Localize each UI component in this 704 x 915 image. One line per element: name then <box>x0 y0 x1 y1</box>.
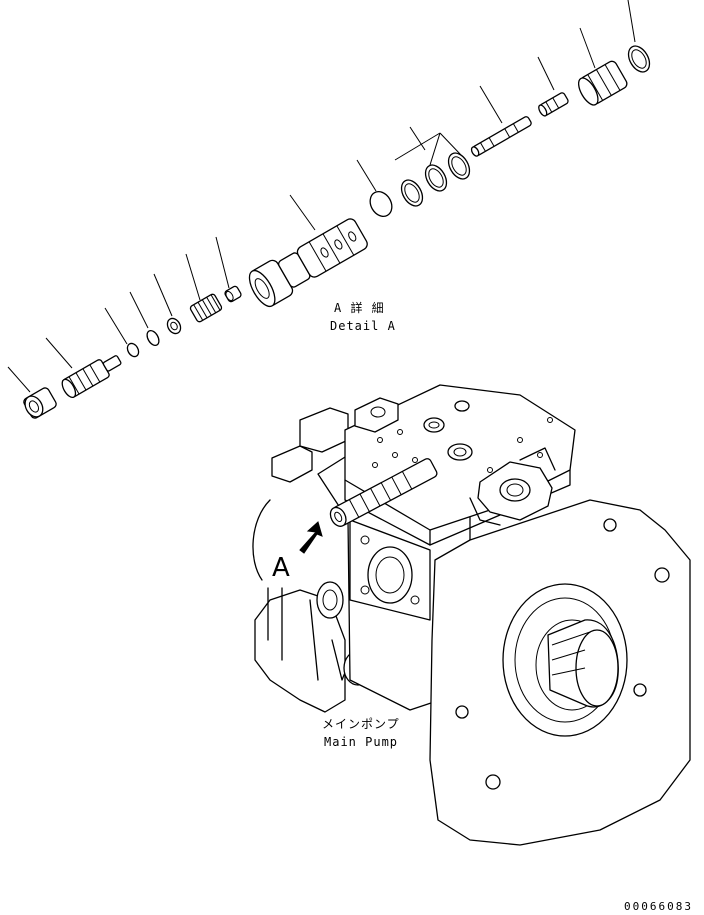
drawing-number: 00066083 <box>624 900 693 913</box>
spring-seat <box>224 285 242 303</box>
hex-nut <box>23 387 57 419</box>
spring <box>189 293 223 323</box>
valve-body <box>248 218 368 308</box>
leader-lines <box>7 0 636 393</box>
splined-shaft <box>547 619 619 708</box>
seal-ring-1 <box>400 179 424 207</box>
view-letter-a: A <box>272 553 290 583</box>
o-ring-small <box>146 329 160 347</box>
main-pump-label-jp: メインポンプ <box>322 717 400 731</box>
spool <box>470 116 532 157</box>
piston <box>538 92 569 117</box>
pump-rear-housing <box>252 407 373 713</box>
installed-control-valve <box>329 458 438 527</box>
main-pump-label-en: Main Pump <box>324 735 398 749</box>
main-pump-assembly <box>252 384 691 846</box>
adjusting-screw <box>61 355 122 399</box>
view-arrow-icon <box>299 521 323 554</box>
plug <box>577 60 628 106</box>
seal-ring-2 <box>424 164 448 192</box>
seal-ring-3 <box>447 152 471 180</box>
snap-ring <box>126 342 140 358</box>
detail-title-en: Detail A <box>330 319 396 333</box>
detail-title-jp: A 詳 細 <box>334 300 385 315</box>
o-ring-end <box>627 45 651 73</box>
port-flange <box>469 447 556 526</box>
o-ring-large <box>369 191 393 217</box>
exploded-parts <box>7 0 651 419</box>
washer <box>166 317 182 335</box>
